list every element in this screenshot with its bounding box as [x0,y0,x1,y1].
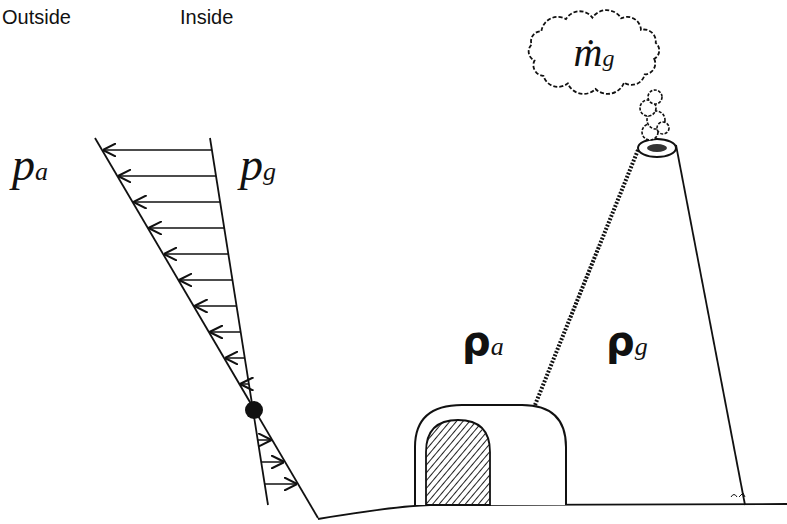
tunnel [415,405,566,505]
mass-flow-symbol: ṁg [574,29,615,76]
region-label: Outside [2,6,71,29]
region-label: Inside [180,6,233,29]
density-symbol: ρa [462,318,504,364]
ground-line [318,504,787,519]
inside-pressure-line [210,138,268,505]
smoke-cloud: ṁg [519,6,669,98]
pressure-symbol: pg [240,138,276,191]
neutral-point [245,401,263,419]
pressure-symbol: pa [12,138,48,191]
pressure-diagram [95,138,318,518]
density-symbol: ρg [606,318,648,364]
pressure-arrows [104,150,296,484]
outside-pressure-line [95,138,318,518]
chimney [535,139,745,505]
smoke [640,90,669,140]
